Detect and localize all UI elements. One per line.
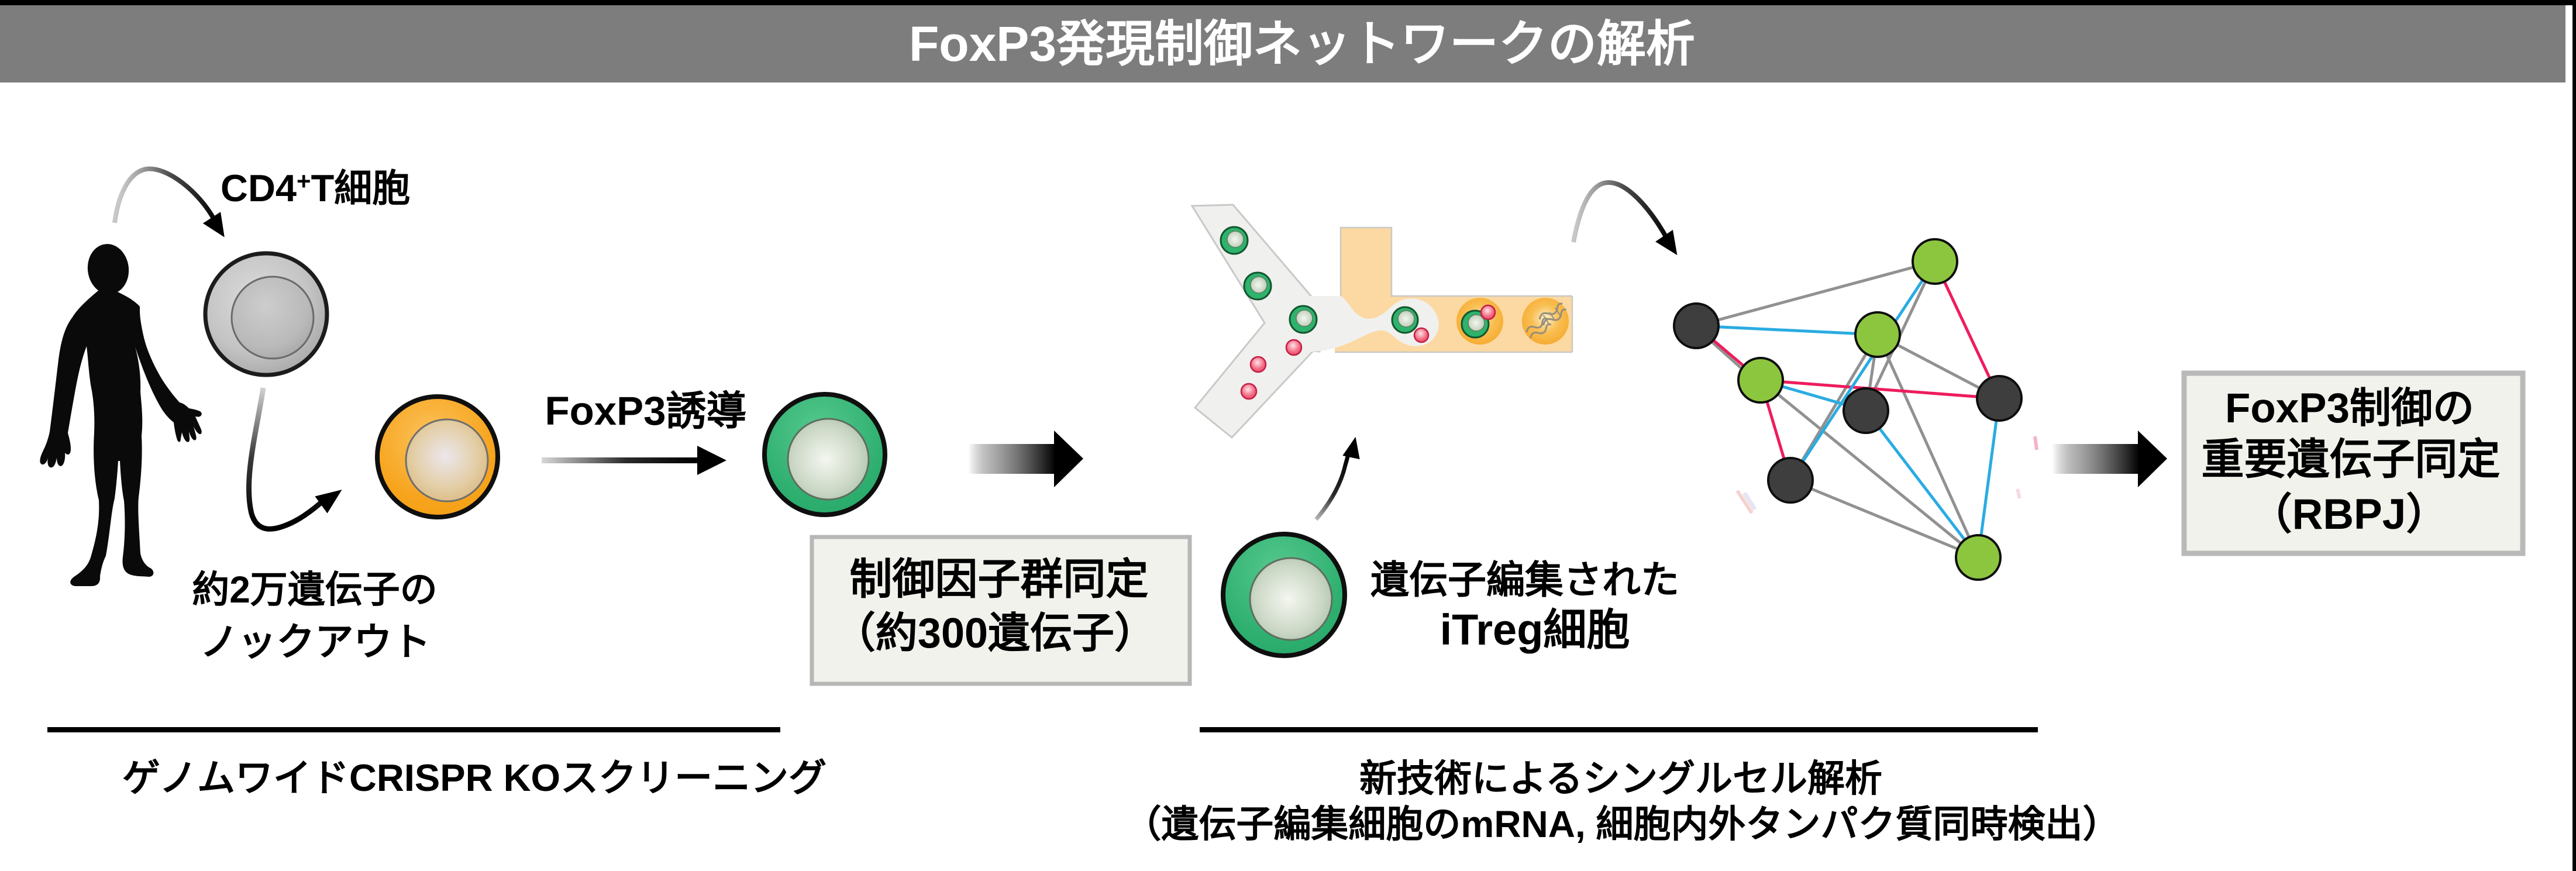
svg-text:FoxP3発現制御ネットワークの解析: FoxP3発現制御ネットワークの解析 [909,16,1695,71]
svg-text:遺伝子編集された: 遺伝子編集された [1370,558,1679,601]
svg-text:ゲノムワイドCRISPR KOスクリーニング: ゲノムワイドCRISPR KOスクリーニング [122,756,826,799]
svg-text:約2万遺伝子の: 約2万遺伝子の [192,569,438,611]
svg-text:重要遺伝子同定: 重要遺伝子同定 [2202,436,2501,483]
svg-text:CD4+T細胞: CD4+T細胞 [221,167,410,209]
svg-text:制御因子群同定: 制御因子群同定 [850,556,1149,603]
svg-text:新技術によるシングルセル解析: 新技術によるシングルセル解析 [1359,758,1882,800]
svg-text:ノックアウト: ノックアウト [200,620,431,663]
svg-text:FoxP3誘導: FoxP3誘導 [545,388,746,433]
svg-text:（約300遺伝子）: （約300遺伝子） [834,610,1156,657]
svg-text:iTreg細胞: iTreg細胞 [1440,605,1630,654]
svg-text:FoxP3制御の: FoxP3制御の [2225,385,2474,432]
svg-text:（遺伝子編集細胞のmRNA, 細胞内外タンパク質同時検出）: （遺伝子編集細胞のmRNA, 細胞内外タンパク質同時検出） [1124,803,2120,845]
svg-text:（RBPJ）: （RBPJ） [2250,491,2449,538]
